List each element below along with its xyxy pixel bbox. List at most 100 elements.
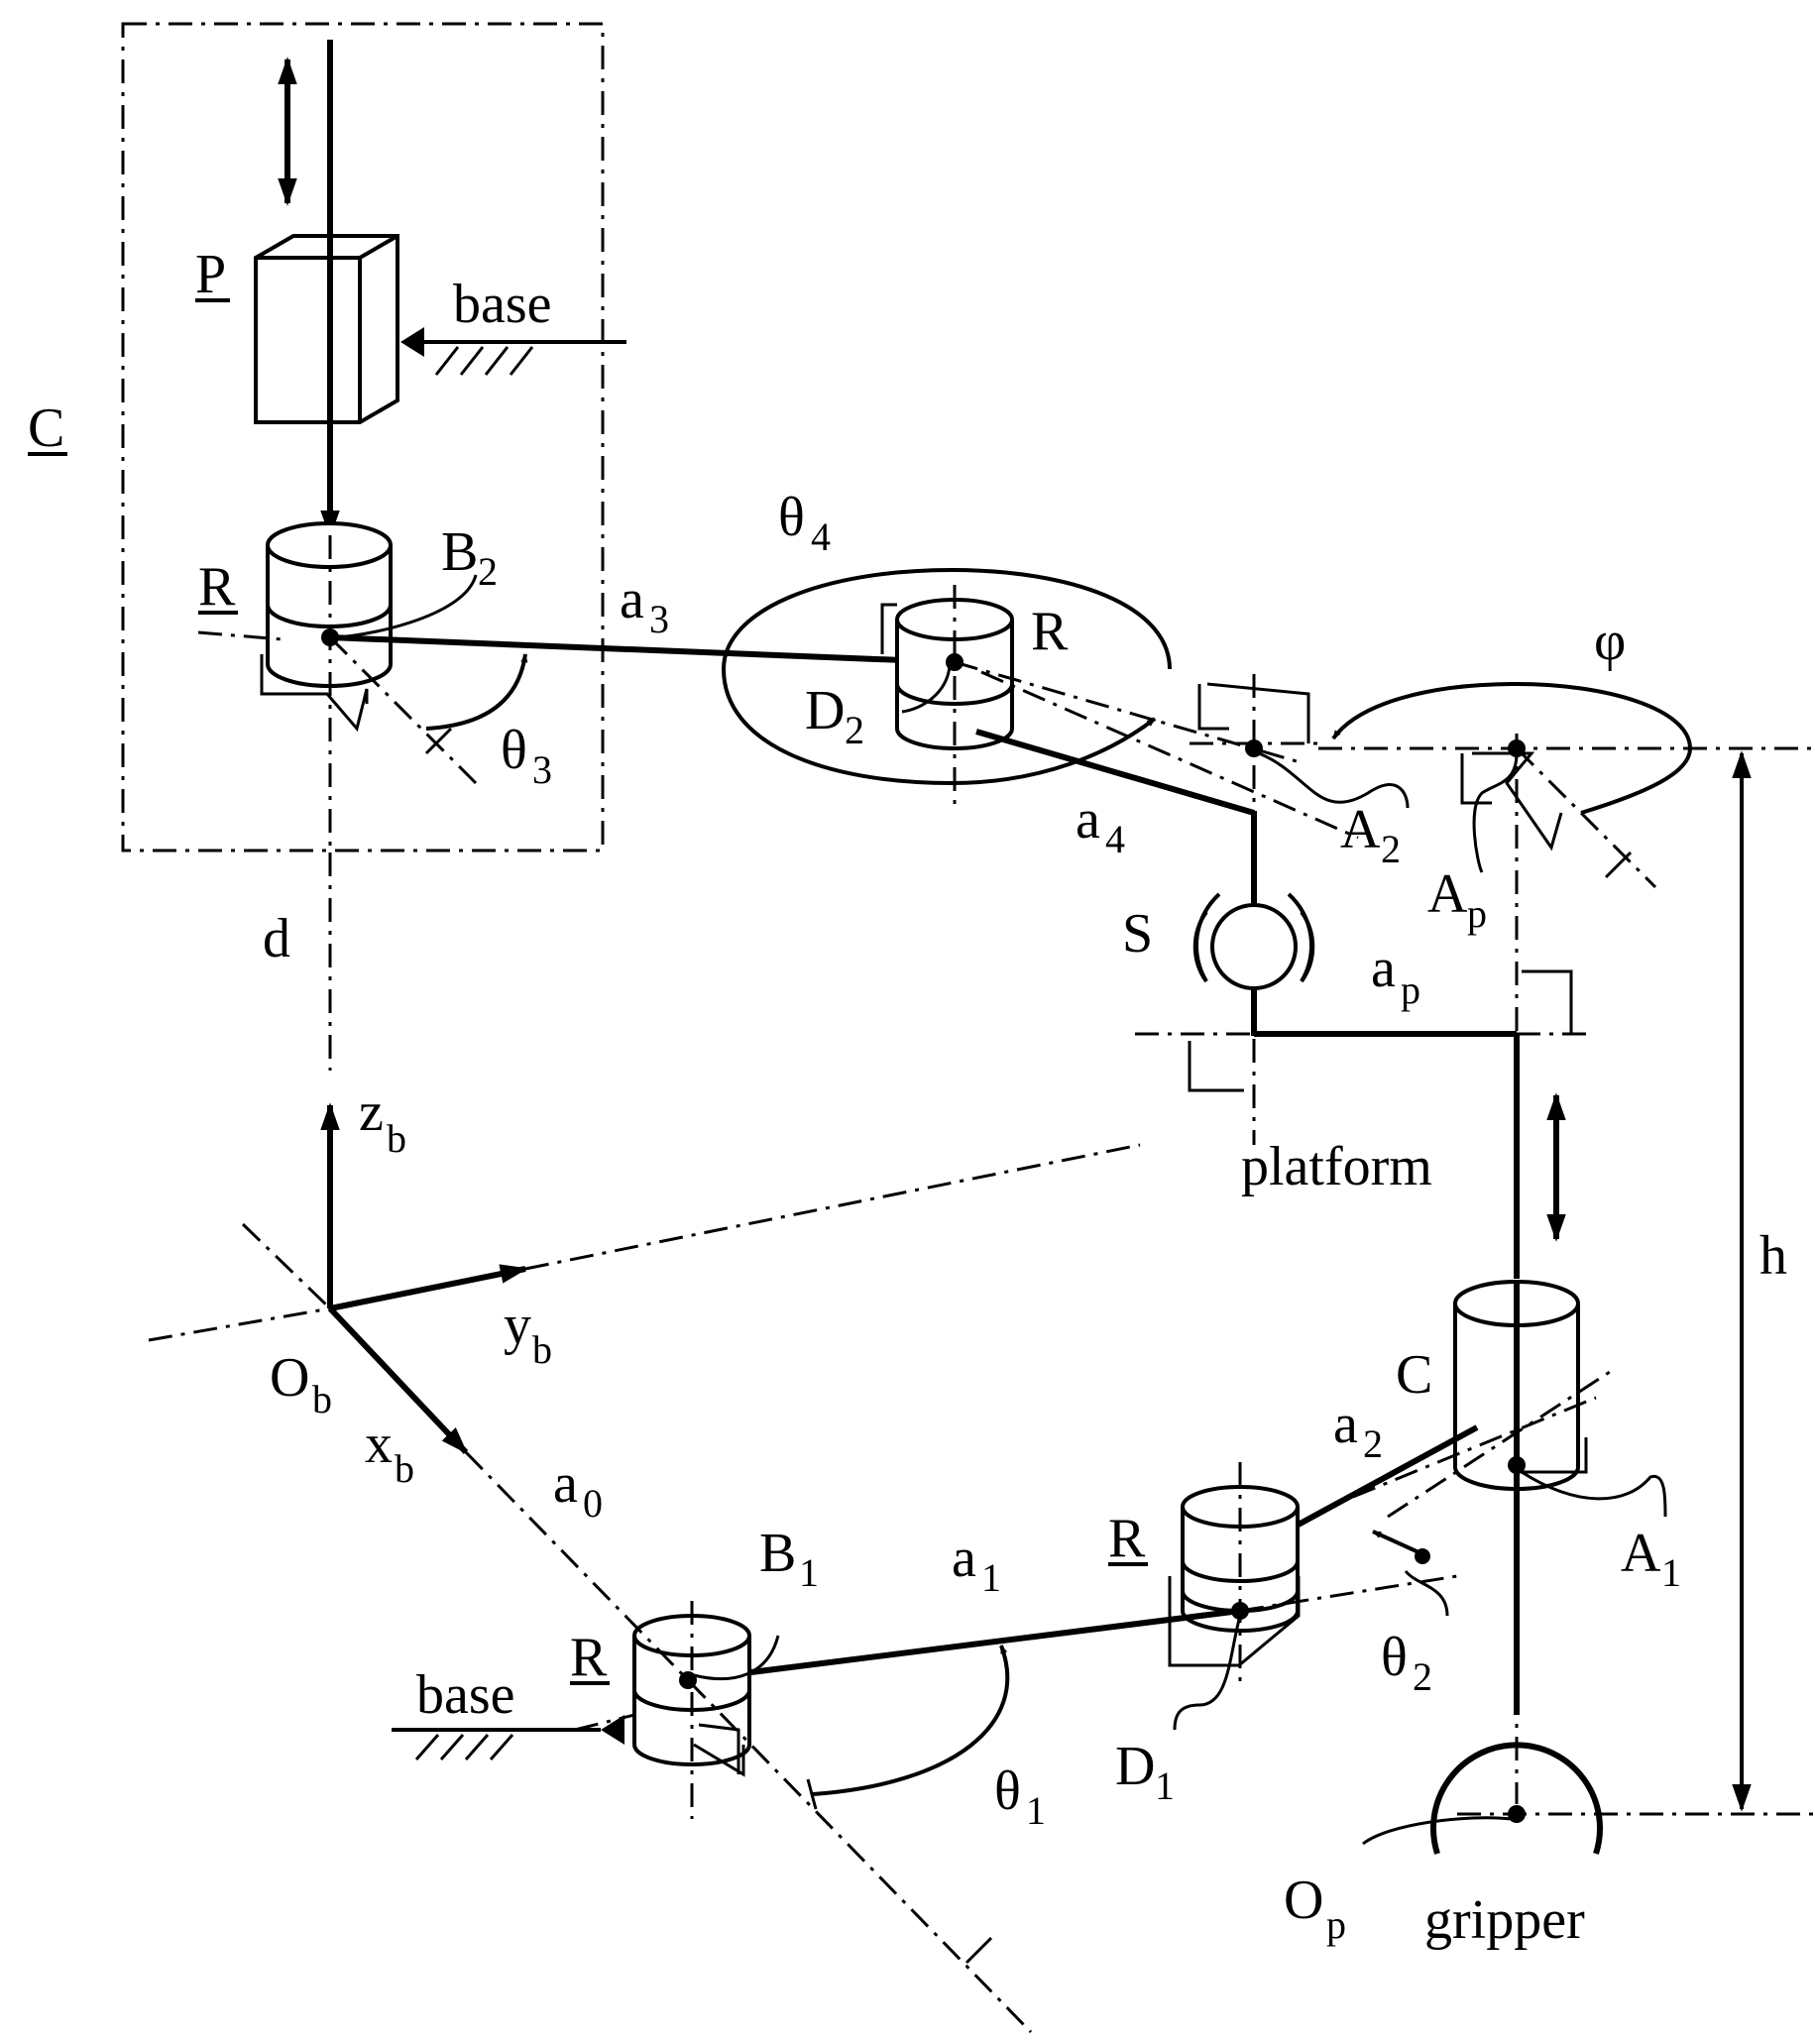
gripper — [1362, 1742, 1815, 1855]
link-a1 — [687, 1608, 1241, 1683]
label-a3: a 3 — [620, 569, 669, 641]
label-c-right: C — [1396, 1344, 1432, 1406]
A1-letter: A — [1621, 1523, 1661, 1584]
label-theta3: θ 3 — [501, 720, 552, 792]
link-a3 — [328, 634, 953, 785]
label-a2-joint: A 2 — [1340, 799, 1401, 871]
a0-letter: a — [553, 1453, 578, 1515]
xb-sub: b — [395, 1446, 414, 1491]
label-a1-link: a 1 — [952, 1528, 1001, 1600]
theta3-sub: 3 — [532, 747, 552, 792]
base-frame-axes — [148, 852, 1141, 2034]
label-h: h — [1759, 1225, 1787, 1287]
prismatic-joint-block — [254, 234, 399, 424]
spherical-joint-s — [1192, 867, 1315, 1036]
label-r-mid: R — [1031, 601, 1069, 662]
d1-leader — [1173, 1615, 1242, 1731]
label-op: O p — [1284, 1870, 1346, 1947]
label-platform: platform — [1241, 1136, 1432, 1197]
ap-leader — [1472, 752, 1519, 873]
a0-line — [464, 1450, 1033, 2034]
a2-leader — [1258, 751, 1410, 809]
label-c-chain: C — [28, 397, 64, 459]
zb-letter: z — [359, 1081, 384, 1143]
a0-sub: 0 — [583, 1481, 603, 1526]
label-d2: D 2 — [805, 680, 864, 752]
revolute-joint-d2 — [880, 585, 1014, 808]
ap-sub: p — [1401, 967, 1420, 1012]
a3-letter: a — [620, 569, 644, 630]
label-yb: y b — [504, 1295, 552, 1372]
theta4-letter: θ — [778, 487, 805, 548]
link-a4 — [975, 729, 1255, 816]
zb-sub: b — [387, 1116, 406, 1161]
theta1-arc — [812, 1645, 1010, 1796]
label-theta4: θ 4 — [778, 487, 831, 559]
label-gripper: gripper — [1424, 1889, 1585, 1951]
label-d: d — [263, 908, 290, 969]
b2-sub: 2 — [478, 549, 498, 594]
d1-sub: 1 — [1155, 1763, 1175, 1808]
base-ground-top — [400, 327, 626, 376]
theta3-arc — [425, 653, 528, 731]
label-b2: B 2 — [441, 521, 498, 594]
label-r-top: R — [198, 556, 236, 618]
chain-c-box — [121, 22, 605, 852]
A2-letter: A — [1340, 799, 1381, 860]
label-ob: O b — [270, 1347, 332, 1421]
a2-letter: a — [1333, 1394, 1358, 1455]
c-right-letter: C — [1396, 1344, 1432, 1406]
label-a-p: a p — [1371, 938, 1420, 1012]
label-a0: a 0 — [553, 1453, 603, 1526]
theta2-indicator — [1372, 1530, 1449, 1617]
label-base-top: base — [453, 274, 552, 335]
revolute-joint-b2 — [197, 521, 393, 852]
revolute-joint-a2 — [1190, 674, 1410, 1145]
d2-sub: 2 — [845, 708, 864, 752]
theta4-rotation-ellipse — [721, 567, 1172, 786]
b1-sub: 1 — [799, 1550, 819, 1595]
label-theta2: θ 2 — [1381, 1627, 1432, 1699]
theta2-sub: 2 — [1413, 1654, 1432, 1699]
d2-leader — [901, 665, 952, 714]
theta1-letter: θ — [994, 1760, 1021, 1822]
d2-letter: D — [805, 680, 845, 741]
a1-leader — [1521, 1470, 1667, 1518]
b2-leader — [336, 574, 478, 639]
a3-sub: 3 — [649, 597, 669, 641]
y-axis — [329, 1264, 528, 1311]
Ap-letter: A — [1427, 863, 1468, 925]
op-letter: O — [1284, 1870, 1323, 1931]
label-theta1: θ 1 — [994, 1760, 1046, 1833]
op-sub: p — [1326, 1902, 1346, 1947]
xb-letter: x — [365, 1414, 393, 1475]
x-axis — [327, 1306, 469, 1455]
a4-letter: a — [1076, 789, 1100, 851]
label-b1: B 1 — [759, 1523, 819, 1595]
label-r-d1: R — [1108, 1508, 1146, 1569]
label-d1: D 1 — [1115, 1736, 1175, 1808]
ob-sub: b — [312, 1377, 332, 1421]
ob-letter: O — [270, 1347, 309, 1409]
platform-link-ap — [1135, 969, 1586, 1279]
label-a2-link: a 2 — [1333, 1394, 1383, 1466]
theta1-sub: 1 — [1026, 1788, 1046, 1833]
theta4-sub: 4 — [811, 514, 831, 559]
label-zb: z b — [359, 1081, 406, 1161]
A2-sub: 2 — [1381, 827, 1401, 871]
d1-letter: D — [1115, 1736, 1155, 1797]
yb-sub: b — [532, 1327, 552, 1372]
cylindrical-joint-c — [1352, 1280, 1667, 1715]
label-ap: A p — [1427, 863, 1487, 936]
b2-letter: B — [441, 521, 478, 583]
ap-letter: a — [1371, 938, 1396, 999]
label-a1-joint: A 1 — [1621, 1523, 1681, 1595]
a2-sub: 2 — [1363, 1421, 1383, 1466]
label-s: S — [1122, 903, 1153, 965]
b1-letter: B — [759, 1523, 796, 1584]
theta2-letter: θ — [1381, 1627, 1408, 1688]
yb-letter: y — [504, 1295, 531, 1356]
op-leader — [1362, 1816, 1513, 1846]
